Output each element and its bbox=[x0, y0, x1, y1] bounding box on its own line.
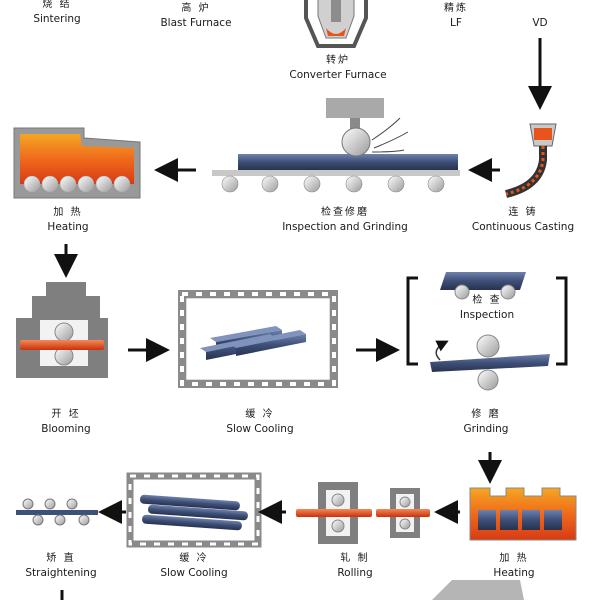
slow-cooling-pit-icon bbox=[178, 290, 338, 388]
label-continuous-casting: 连 铸 Continuous Casting bbox=[471, 207, 575, 233]
blooming-mill-icon bbox=[16, 282, 108, 378]
label-straightening: 矫 直 Straightening bbox=[25, 553, 97, 579]
label-inspection: 检 查 Inspection bbox=[459, 295, 515, 321]
label-heating-1: 加 热 Heating bbox=[47, 207, 89, 233]
heating-furnace-icon bbox=[13, 127, 141, 199]
label-grinding: 修 磨 Grinding bbox=[463, 409, 509, 435]
slow-cooling-pit-2-icon bbox=[126, 472, 262, 548]
heating-furnace-2-icon bbox=[469, 487, 577, 541]
next-equipment-icon bbox=[432, 580, 524, 600]
inspection-grinding-station-icon bbox=[406, 272, 568, 391]
converter-furnace-icon bbox=[304, 0, 368, 48]
label-slow-cooling-2: 缓 冷 Slow Cooling bbox=[160, 553, 228, 579]
label-sintering: 烧 结 Sintering bbox=[33, 0, 81, 25]
label-converter-furnace: 转炉 Converter Furnace bbox=[289, 55, 387, 81]
label-blast-furnace: 高 炉 Blast Furnace bbox=[160, 3, 232, 29]
label-blooming: 开 坯 Blooming bbox=[41, 409, 91, 435]
rolling-mill-icon bbox=[296, 482, 430, 544]
label-rolling: 轧 制 Rolling bbox=[337, 553, 373, 579]
continuous-casting-icon bbox=[504, 123, 557, 198]
label-heating-2: 加 热 Heating bbox=[493, 553, 535, 579]
label-inspection-grinding: 检查修磨 Inspection and Grinding bbox=[282, 207, 408, 233]
label-lf: 精炼 LF bbox=[444, 3, 468, 29]
inspection-grinding-icon bbox=[212, 98, 460, 193]
label-vd: VD bbox=[532, 17, 548, 29]
straightening-machine-icon bbox=[16, 498, 98, 526]
label-slow-cooling-1: 缓 冷 Slow Cooling bbox=[226, 409, 294, 435]
